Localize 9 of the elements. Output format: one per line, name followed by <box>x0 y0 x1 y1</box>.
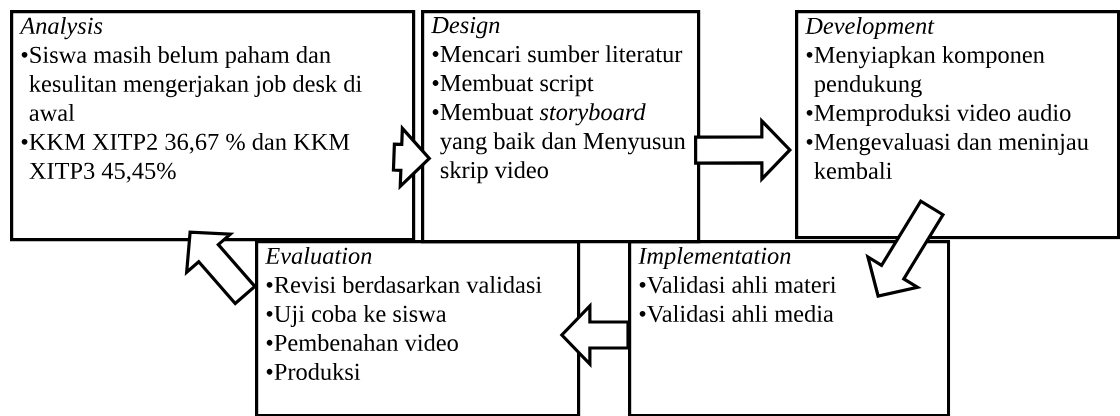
process-box: Implementation •Validasi ahli materi •Validasi ahli media <box>628 240 951 416</box>
block-arrow <box>391 124 432 191</box>
process-box: Analysis •Siswa masih belum paham dan kesulitan mengerjakan job desk di awal •KKM XITP2 36,67 % dan KKM XITP3 45,45% <box>10 10 416 242</box>
process-box: Development •Menyiapkan komponen pendukung •Memproduksi video audio •Mengevaluasi dan meninjau kembali <box>795 10 1120 240</box>
block-arrow <box>694 117 793 183</box>
block-arrow <box>559 302 630 368</box>
process-box: Evaluation •Revisi berdasarkan validasi •Uji coba ke siswa •Pembenahan video •Produksi <box>255 240 581 416</box>
process-box: Design •Mencari sumber literatur •Membuat script •Membuat storyboard yang baik dan Menyusun skrip video <box>421 10 701 244</box>
block-arrow <box>865 199 946 298</box>
